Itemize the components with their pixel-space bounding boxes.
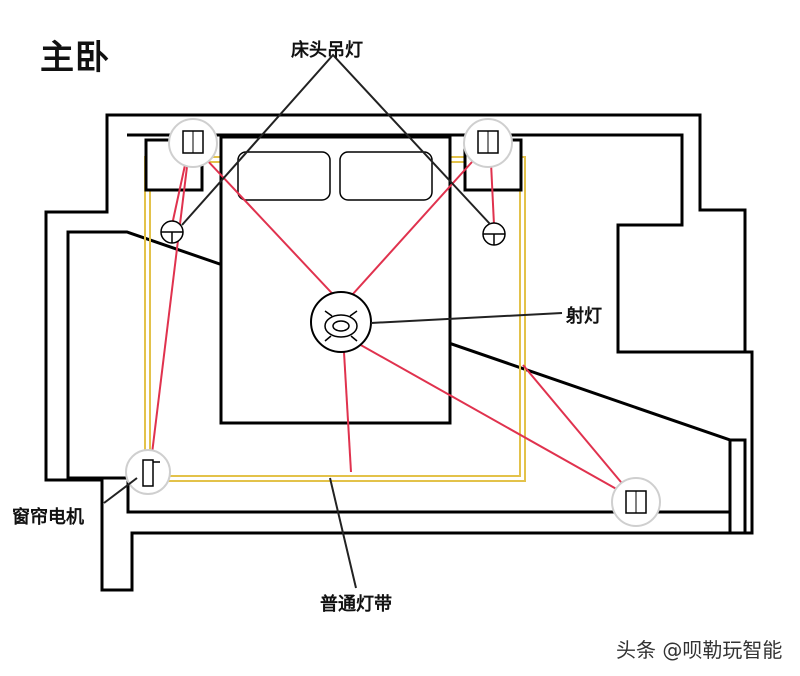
spotlight [310,291,372,353]
switch-bottom-right [611,477,661,527]
page-title: 主卧 [40,38,110,78]
switch-left [168,118,218,168]
callout-lines [103,53,563,589]
watermark: 头条 @呗勒玩智能 [616,638,783,662]
curtain-motor-label: 窗帘电机 [12,507,84,528]
outer-wall [44,113,754,592]
pillow-left [237,151,331,201]
pendant-light-right [482,222,506,246]
curtain-motor [125,449,171,495]
spotlight-label: 射灯 [566,306,602,327]
switch-right [463,118,513,168]
pendant-light-left [160,220,184,244]
pendant-light-label: 床头吊灯 [291,40,363,61]
pillow-right [339,151,433,201]
light-strip-label: 普通灯带 [320,594,392,615]
